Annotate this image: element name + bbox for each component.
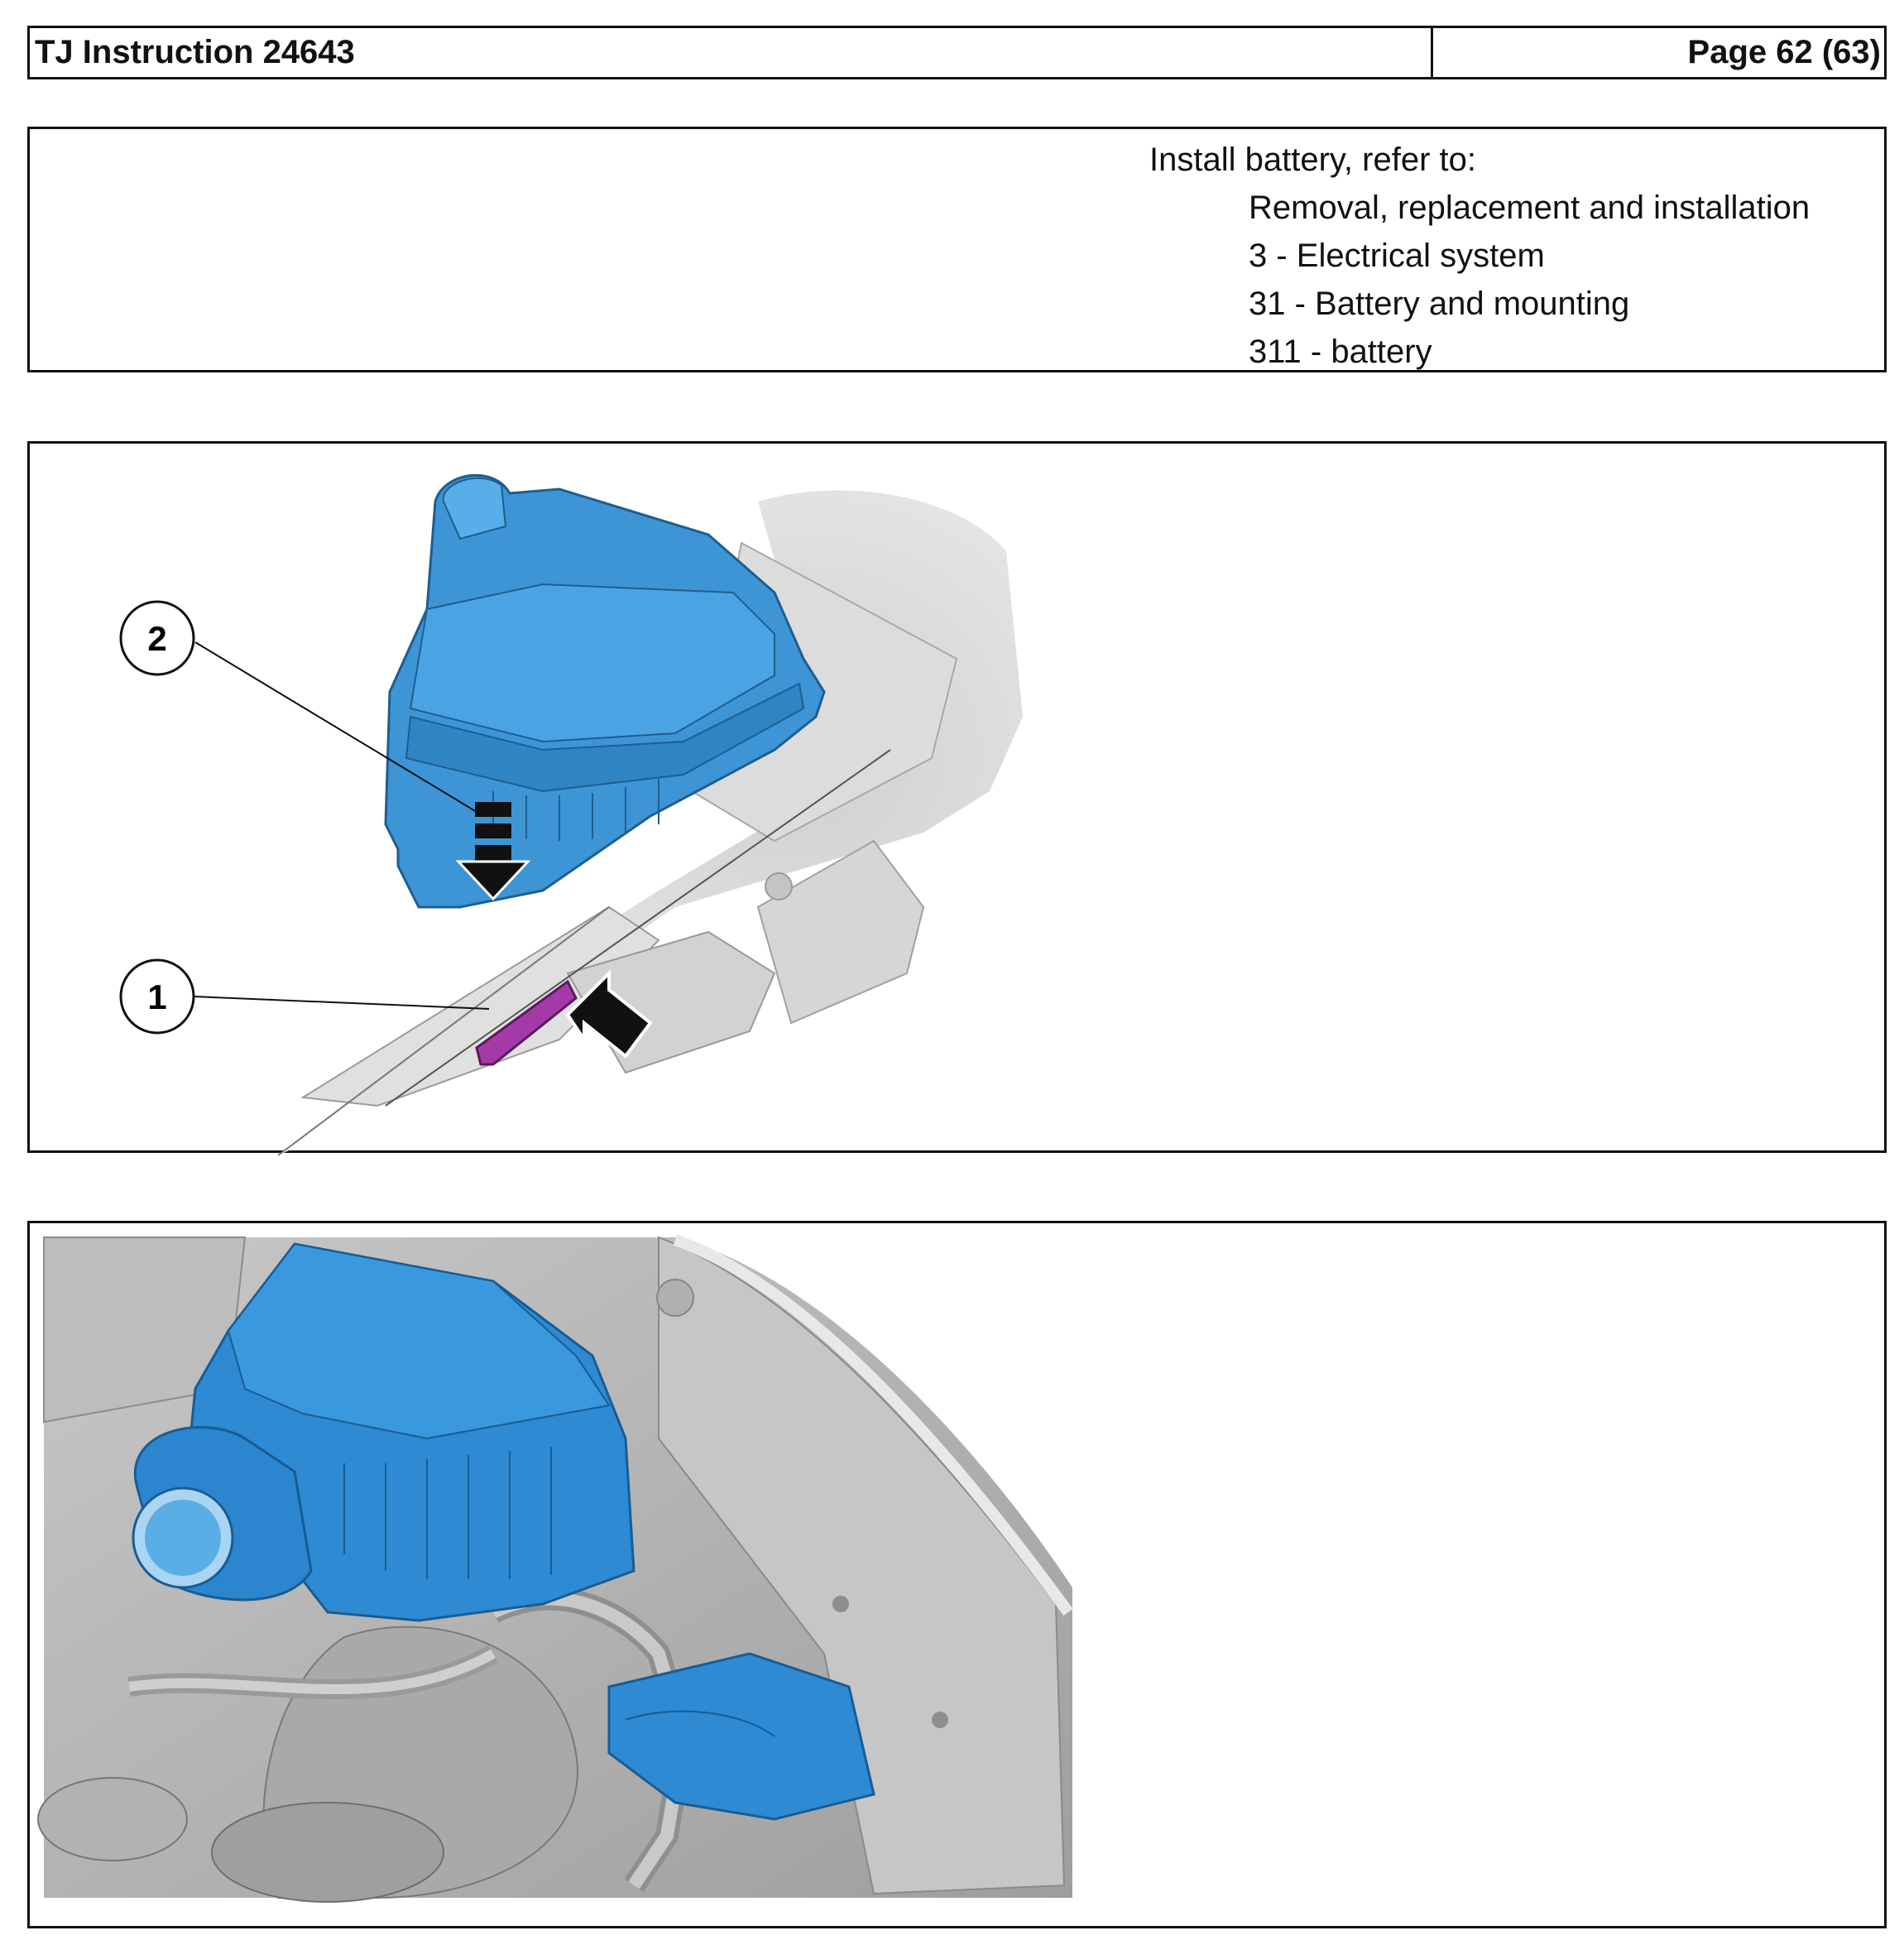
push-arrow-icon: [565, 969, 653, 1059]
document-header: TJ Instruction 24643 Page 62 (63): [27, 26, 1887, 79]
air-filter-box: [384, 473, 826, 909]
callout-2-label: 2: [147, 619, 166, 658]
callout-2: 2: [119, 600, 195, 676]
engine-bay-illustration: [37, 1234, 1073, 1903]
callout-1-leader: [193, 996, 490, 1010]
document-title: TJ Instruction 24643: [30, 28, 1433, 77]
figure-airbox-installed: [27, 1221, 1887, 1928]
instruction-lead: Install battery, refer to:: [1149, 142, 1476, 178]
instruction-text: Install battery, refer to: Removal, repl…: [1149, 136, 1810, 376]
callout-2-leader: [194, 641, 477, 813]
reference-line: 31 - Battery and mounting: [1249, 286, 1630, 322]
reference-line: 3 - Electrical system: [1249, 238, 1545, 274]
down-arrow-icon: [455, 802, 531, 901]
page-number: Page 62 (63): [1687, 34, 1881, 70]
callout-1-label: 1: [147, 977, 166, 1016]
reference-line: 311 - battery: [1249, 334, 1432, 370]
airbox-install-illustration: 2 1: [119, 473, 1023, 1156]
air-filter-box: [132, 1242, 875, 1821]
reference-line: Removal, replacement and installation: [1249, 190, 1810, 226]
figure-airbox-install: 2 1: [27, 441, 1887, 1156]
mounting-clip: [475, 979, 578, 1066]
instruction-box: Install battery, refer to: Removal, repl…: [27, 127, 1887, 372]
callout-1: 1: [119, 958, 195, 1035]
